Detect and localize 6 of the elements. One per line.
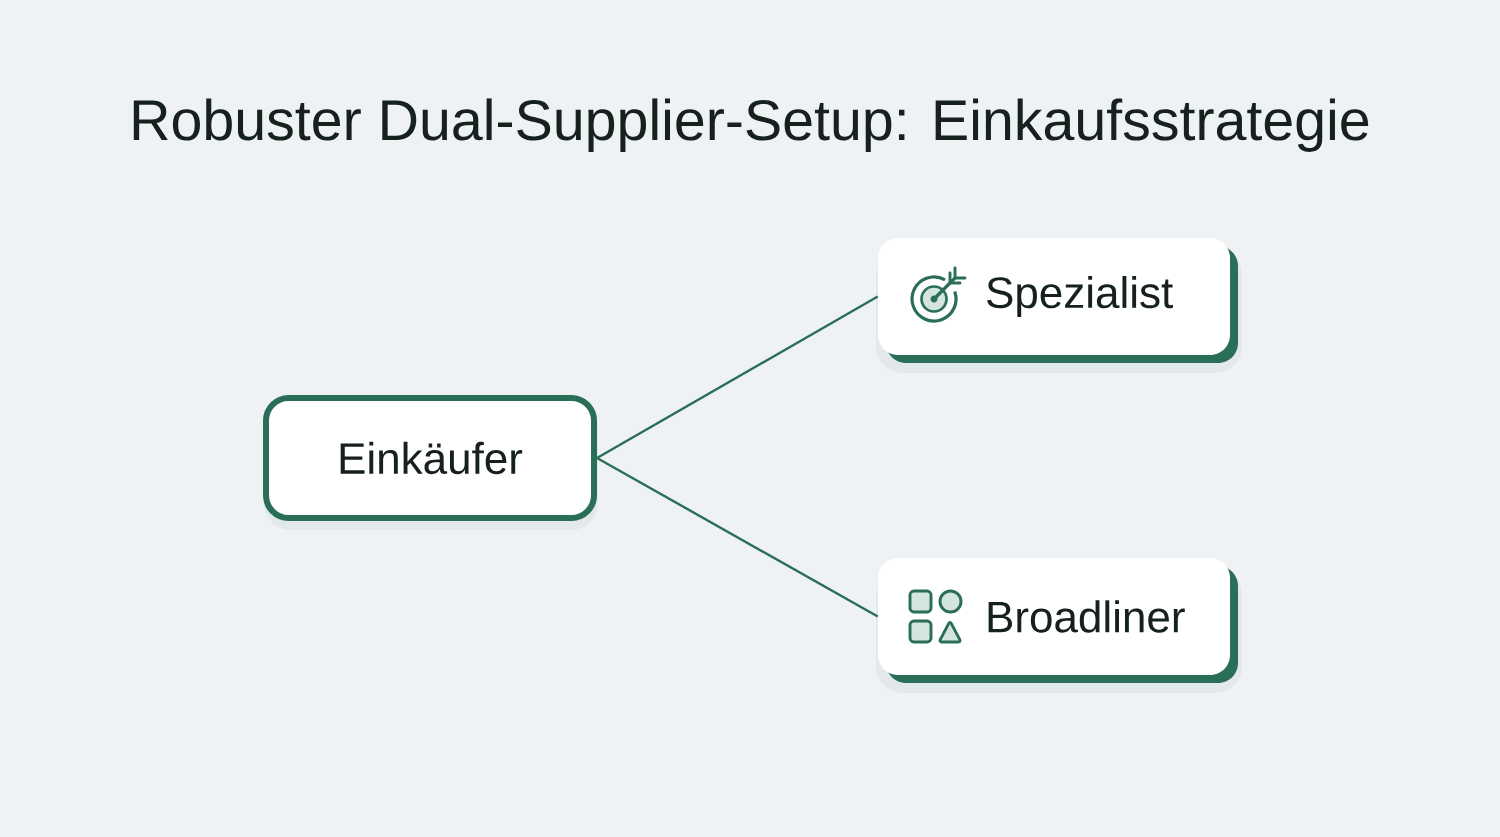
- process-box: Spezialist: [878, 238, 1238, 363]
- connector-line: [596, 456, 879, 618]
- title: Robuster Dual-Supplier-Setup: Einkaufsstrategie: [133, 98, 1369, 152]
- connector-line: [596, 295, 879, 460]
- process-box: Einkäufer: [263, 395, 597, 521]
- process-box: Broadliner: [878, 558, 1238, 683]
